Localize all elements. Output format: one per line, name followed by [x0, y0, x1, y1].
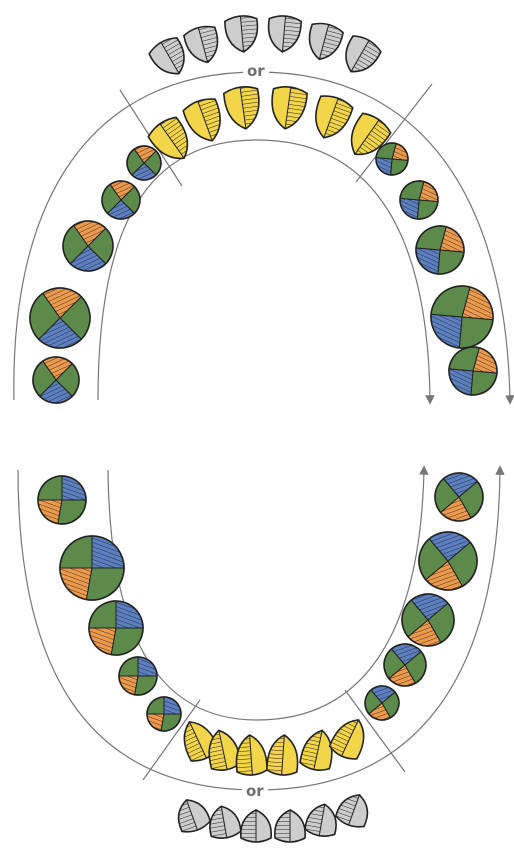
upper-right-molar-3	[408, 218, 472, 282]
lower-left-molar-2	[51, 527, 133, 609]
lower-right-molar-2	[411, 524, 485, 598]
upper-right-molar-5	[441, 339, 505, 403]
or-label-top: or	[243, 63, 269, 79]
lower-left-molar-4	[114, 652, 163, 701]
lower-alt-tooth-6	[334, 790, 374, 830]
lower-left-molar-1	[31, 469, 93, 531]
upper-incisor-2	[182, 95, 229, 146]
upper-left-molar-2	[96, 175, 146, 225]
upper-left-molar-4	[20, 278, 100, 358]
lower-incisor-3	[234, 734, 267, 776]
or-label-bottom: or	[242, 783, 268, 799]
lower-right-molar-1	[428, 466, 490, 528]
teeth-layer	[20, 15, 505, 842]
upper-incisor-4	[268, 85, 308, 131]
upper-alt-tooth-2	[183, 23, 224, 66]
upper-right-molar-2	[394, 175, 444, 225]
lower-right-molar-5	[360, 681, 404, 725]
lower-alt-tooth-5	[304, 802, 340, 839]
upper-incisor-5	[308, 92, 355, 143]
lower-incisor-6	[328, 713, 372, 762]
upper-alt-tooth-6	[337, 32, 383, 79]
lower-alt-tooth-1	[172, 795, 212, 835]
upper-right-molar-4	[421, 276, 503, 358]
upper-left-molar-5	[25, 349, 86, 410]
lower-alt-tooth-3	[241, 810, 271, 842]
upper-alt-tooth-4	[266, 15, 301, 54]
lower-left-molar-3	[81, 593, 150, 662]
upper-alt-tooth-5	[304, 20, 345, 63]
lower-alt-tooth-2	[206, 804, 242, 841]
lower-alt-tooth-4	[275, 810, 305, 842]
lower-incisor-4	[266, 734, 299, 776]
lower-incisor-5	[299, 727, 337, 772]
upper-alt-tooth-3	[224, 15, 259, 54]
upper-incisor-3	[223, 85, 263, 131]
